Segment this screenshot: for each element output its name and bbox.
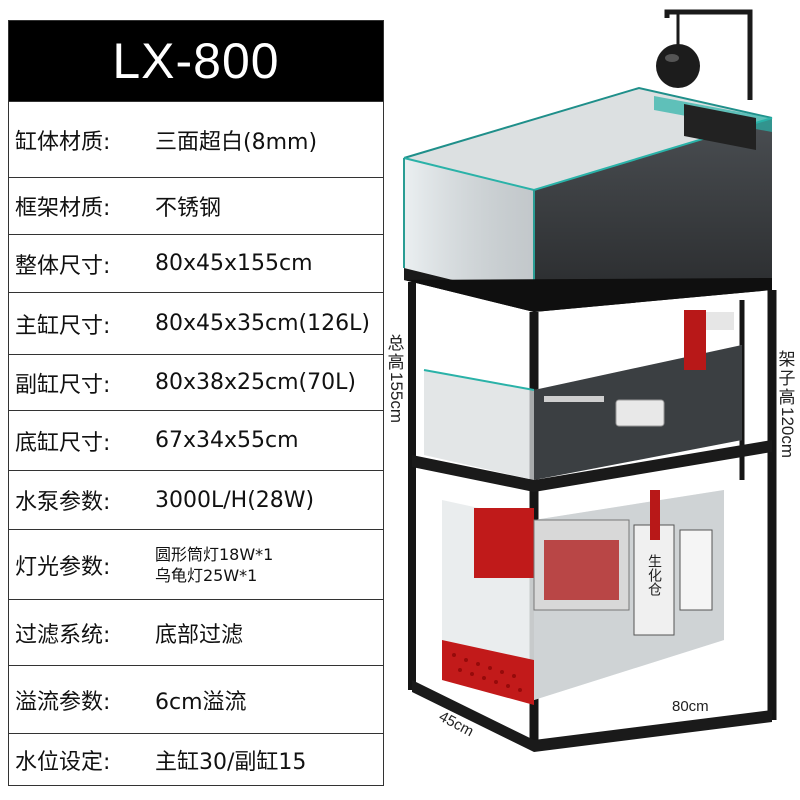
spec-value: 67x34x55cm xyxy=(155,428,299,453)
spec-row-lighting: 灯光参数: 圆形筒灯18W*1 乌龟灯25W*1 xyxy=(9,529,383,599)
spec-label: 框架材质: xyxy=(15,196,111,221)
spec-value: 三面超白(8mm) xyxy=(155,129,318,155)
spec-label: 溢流参数: xyxy=(15,689,111,715)
spec-value-line: 圆形筒灯18W*1 xyxy=(155,544,274,564)
spec-value: 底部过滤 xyxy=(155,622,244,648)
spec-label: 主缸尺寸: xyxy=(15,313,111,339)
filter-box-label: 生化仓 xyxy=(646,554,662,596)
spec-row-overflow: 溢流参数: 6cm溢流 xyxy=(9,665,383,733)
spec-value: 80x45x35cm(126L) xyxy=(155,311,370,336)
spec-label: 底缸尺寸: xyxy=(15,430,111,456)
spec-value: 80x45x155cm xyxy=(155,251,313,276)
total-height-label: 总 高 155cm xyxy=(387,334,406,424)
aquarium-product-image: 生化仓 总 高 155cm 架 子 高 120cm 45cm 80cm xyxy=(384,0,800,800)
secondary-tank xyxy=(423,310,742,480)
spec-label: 水位设定: xyxy=(15,749,111,775)
model-title: LX-800 xyxy=(9,21,383,101)
spec-label: 缸体材质: xyxy=(15,129,111,155)
spec-row-pump: 水泵参数: 3000L/H(28W) xyxy=(9,470,383,529)
bottom-sump: 生化仓 xyxy=(442,490,724,705)
spec-label: 灯光参数: xyxy=(15,554,111,580)
spec-value: 不锈钢 xyxy=(155,196,222,221)
main-tank xyxy=(403,86,773,300)
spec-value: 6cm溢流 xyxy=(155,689,247,715)
spec-value: 圆形筒灯18W*1 乌龟灯25W*1 xyxy=(155,544,273,586)
spec-label: 过滤系统: xyxy=(15,622,111,648)
spec-row-bottom-tank-size: 底缸尺寸: 67x34x55cm xyxy=(9,410,383,470)
lamp xyxy=(656,9,753,100)
spec-label: 整体尺寸: xyxy=(15,253,111,279)
spec-table: LX-800 缸体材质: 三面超白(8mm) 框架材质: 不锈钢 整体尺寸: 8… xyxy=(8,20,384,786)
spec-value-line: 乌龟灯25W*1 xyxy=(155,565,258,585)
spec-row-tank-material: 缸体材质: 三面超白(8mm) xyxy=(9,101,383,177)
spec-value: 3000L/H(28W) xyxy=(155,487,315,513)
spec-row-frame-material: 框架材质: 不锈钢 xyxy=(9,177,383,234)
spec-label: 水泵参数: xyxy=(15,490,111,515)
spec-label: 副缸尺寸: xyxy=(15,372,111,398)
spec-row-water-level: 水位设定: 主缸30/副缸15 xyxy=(9,733,383,785)
width-label: 80cm xyxy=(672,698,709,715)
frame-height-label: 架 子 高 120cm xyxy=(778,350,797,459)
spec-value: 主缸30/副缸15 xyxy=(155,749,307,775)
spec-row-secondary-tank-size: 副缸尺寸: 80x38x25cm(70L) xyxy=(9,354,383,410)
spec-row-filtration: 过滤系统: 底部过滤 xyxy=(9,599,383,665)
spec-row-main-tank-size: 主缸尺寸: 80x45x35cm(126L) xyxy=(9,292,383,354)
spec-value: 80x38x25cm(70L) xyxy=(155,370,356,395)
aquarium-illustration: 生化仓 xyxy=(403,9,777,752)
spec-row-overall-size: 整体尺寸: 80x45x155cm xyxy=(9,234,383,292)
